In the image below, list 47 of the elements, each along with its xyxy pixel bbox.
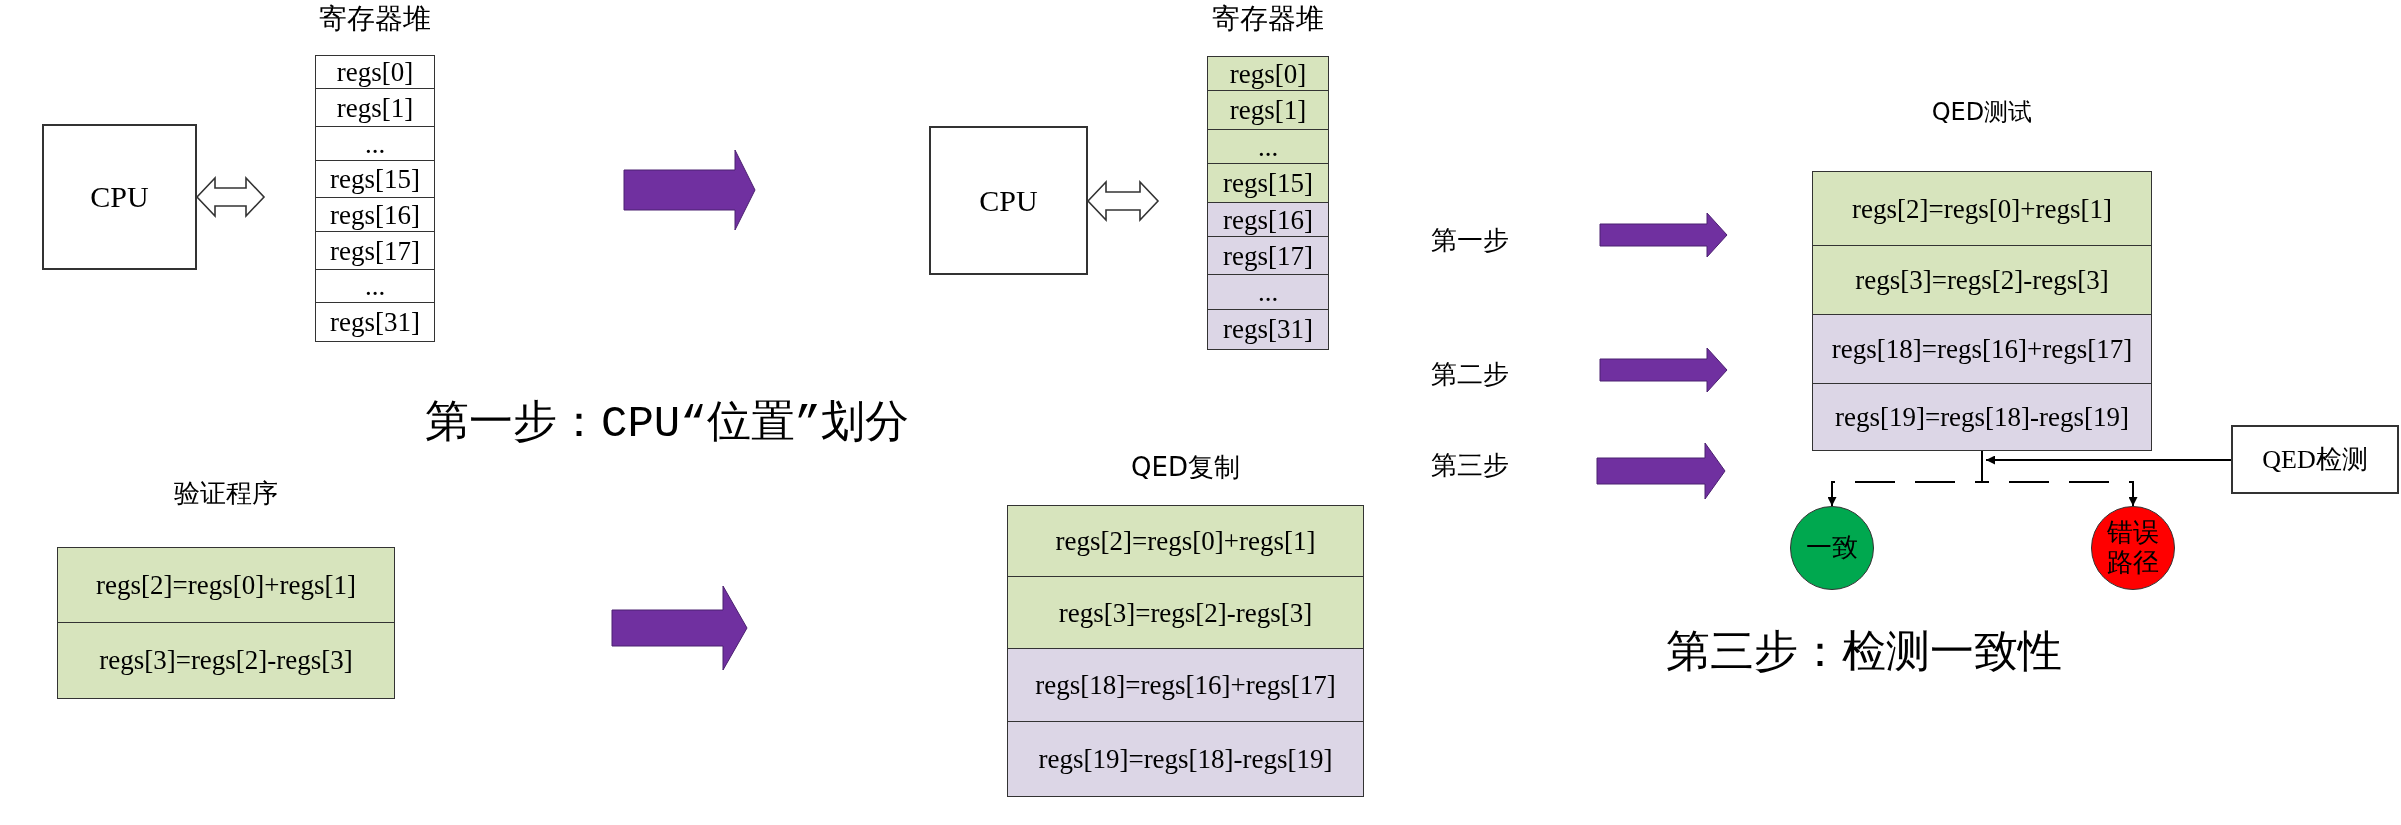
heading: QED复制 [1130, 453, 1241, 482]
register-cell: regs[3]=regs[2]-regs[3] [1812, 245, 2152, 316]
block-arrow [195, 176, 266, 218]
register-cell: regs[18]=regs[16]+regs[17] [1812, 314, 2152, 385]
register-cell: regs[15] [1207, 163, 1329, 204]
register-cell: ... [1207, 274, 1329, 311]
register-cell: regs[16] [315, 197, 435, 233]
register-cell: regs[0] [1207, 56, 1329, 92]
register-cell: regs[17] [315, 231, 435, 271]
register-cell: regs[31] [315, 302, 435, 342]
block-arrow [1599, 347, 1728, 393]
register-cell: regs[3]=regs[2]-regs[3] [57, 622, 395, 699]
register-cell: regs[17] [1207, 236, 1329, 276]
register-cell: regs[0] [315, 55, 435, 90]
caption: 第一步：CPU“位置”划分 [425, 400, 910, 449]
arrow [1985, 455, 2232, 465]
block-arrow [1596, 442, 1726, 500]
heading: QED测试 [1930, 99, 2034, 126]
register-cell: regs[1] [315, 88, 435, 128]
register-cell: regs[19]=regs[18]-regs[19] [1007, 721, 1364, 797]
process-box: CPU [929, 126, 1088, 275]
register-cell: ... [315, 269, 435, 304]
register-cell: regs[15] [315, 160, 435, 199]
caption: 第三步：检测一致性 [1666, 630, 2062, 679]
step-label: 第一步 [1431, 222, 1521, 258]
register-cell: regs[3]=regs[2]-regs[3] [1007, 576, 1364, 650]
register-cell: regs[31] [1207, 309, 1329, 350]
process-box: CPU [42, 124, 197, 270]
register-cell: regs[2]=regs[0]+regs[1] [57, 547, 395, 624]
block-arrow [1599, 212, 1728, 258]
register-cell: ... [1207, 129, 1329, 165]
heading: 寄存器堆 [318, 4, 432, 35]
register-cell: regs[2]=regs[0]+regs[1] [1007, 505, 1364, 578]
heading: 验证程序 [173, 479, 279, 508]
block-arrow [1086, 180, 1160, 222]
register-cell: regs[19]=regs[18]-regs[19] [1812, 383, 2152, 451]
register-cell: regs[16] [1207, 202, 1329, 238]
process-box: QED检测 [2231, 425, 2399, 494]
result-circle: 一致 [1790, 506, 1874, 590]
register-cell: regs[18]=regs[16]+regs[17] [1007, 648, 1364, 723]
register-cell: regs[2]=regs[0]+regs[1] [1812, 171, 2152, 247]
heading: 寄存器堆 [1211, 4, 1325, 35]
result-circle: 错误路径 [2091, 506, 2175, 590]
register-cell: ... [315, 126, 435, 162]
register-cell: regs[1] [1207, 90, 1329, 131]
step-label: 第三步 [1431, 447, 1521, 483]
step-label: 第二步 [1431, 356, 1521, 392]
